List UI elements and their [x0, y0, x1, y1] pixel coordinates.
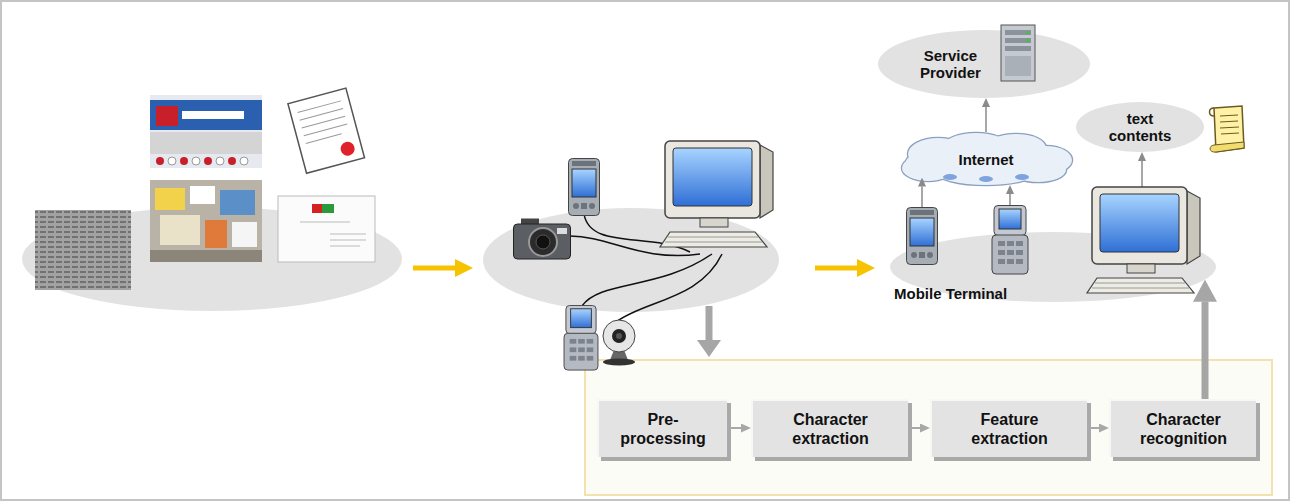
device-cable [582, 254, 712, 306]
flow-arrow-yellow [455, 259, 473, 277]
text-photo [35, 210, 131, 290]
server-icon [1001, 25, 1035, 81]
flow-arrow [727, 427, 741, 429]
sign-photo [150, 95, 262, 168]
card-photo [300, 222, 350, 223]
capture-ellipse [483, 208, 779, 312]
flow-arrow-yellow [857, 259, 875, 277]
capture-arrow [697, 340, 721, 357]
sign-photo [156, 157, 164, 165]
pipeline-panel [585, 360, 1272, 495]
card-photo [312, 204, 322, 213]
cloud-fill [1010, 158, 1066, 182]
card-photo [330, 234, 366, 235]
card-photo [278, 196, 375, 262]
webcam-icon [603, 320, 635, 366]
card-photo [322, 204, 334, 213]
sign-photo [168, 157, 176, 165]
poster-photo [150, 250, 262, 262]
poster-photo [205, 220, 227, 248]
process-box: Feature extraction [930, 399, 1087, 457]
cloud-dot [1015, 174, 1029, 180]
poster-photo [150, 180, 262, 262]
sign-photo [150, 95, 262, 168]
ellipse-fill [878, 30, 1090, 98]
card-photo [278, 196, 375, 262]
process-label: Feature extraction [971, 410, 1047, 448]
node-label: Service Provider [920, 47, 981, 81]
document-icon [288, 88, 365, 173]
computer-icon [660, 141, 773, 247]
flow-arrow-yellow [815, 266, 858, 271]
poster-photo [160, 215, 200, 245]
sign-photo [182, 111, 244, 119]
flow-arrow-yellow [413, 259, 875, 277]
output-ellipse: text contents [1076, 102, 1204, 152]
service-ellipse-outline [878, 30, 1090, 98]
document-icon [306, 134, 342, 144]
terminal-ellipse: Mobile Terminal [890, 232, 1216, 302]
ellipse-fill [1076, 102, 1204, 152]
document-icon [288, 88, 365, 173]
process-box: Character recognition [1109, 399, 1256, 457]
cloud-dot [979, 176, 993, 182]
sign-photo [156, 106, 178, 126]
flow-arrow-yellow [413, 266, 456, 271]
phone-icon [564, 305, 598, 370]
camera-icon [514, 219, 571, 260]
text-photo [35, 210, 131, 290]
process-label: Character recognition [1140, 410, 1227, 448]
sign-photo [204, 157, 212, 165]
poster-photo [220, 190, 255, 215]
process-label: Character extraction [792, 410, 868, 448]
document-icon [339, 140, 356, 157]
cloud-dot [943, 174, 957, 180]
poster-photo [155, 188, 185, 210]
card-photo [330, 240, 366, 241]
node-label: Internet [958, 151, 1013, 168]
cloud-outline [1010, 158, 1066, 182]
sign-photo [150, 132, 262, 154]
output-arrow [1202, 302, 1209, 399]
capture-arrow [706, 306, 713, 341]
pda-icon [907, 208, 938, 265]
sign-photo [228, 157, 236, 165]
flow-arrow [908, 427, 920, 429]
sign-photo [216, 157, 224, 165]
pda-icon [569, 159, 600, 216]
document-icon [1210, 106, 1245, 152]
text-photo [35, 210, 131, 290]
sign-photo [240, 157, 248, 165]
phone-icon [992, 206, 1028, 275]
node-label: text contents [1109, 110, 1172, 144]
process-box: Pre- processing [597, 399, 727, 457]
poster-photo [190, 186, 215, 204]
sign-photo [150, 100, 262, 130]
flow-arrow [1087, 427, 1099, 429]
device-cable [616, 254, 722, 322]
poster-photo [150, 180, 262, 262]
poster-photo [232, 222, 257, 247]
node-label: Mobile Terminal [894, 285, 1007, 302]
process-label: Pre- processing [620, 410, 705, 448]
card-photo [330, 246, 360, 247]
sign-photo [192, 157, 200, 165]
service-ellipse: Service Provider [878, 30, 1090, 98]
internet-cloud: Internet [898, 132, 1074, 186]
link-arrow [985, 107, 987, 132]
capture-arrow [697, 306, 721, 357]
process-box: Character extraction [751, 399, 908, 457]
sign-photo [180, 157, 188, 165]
ellipse-fill [890, 232, 1216, 302]
